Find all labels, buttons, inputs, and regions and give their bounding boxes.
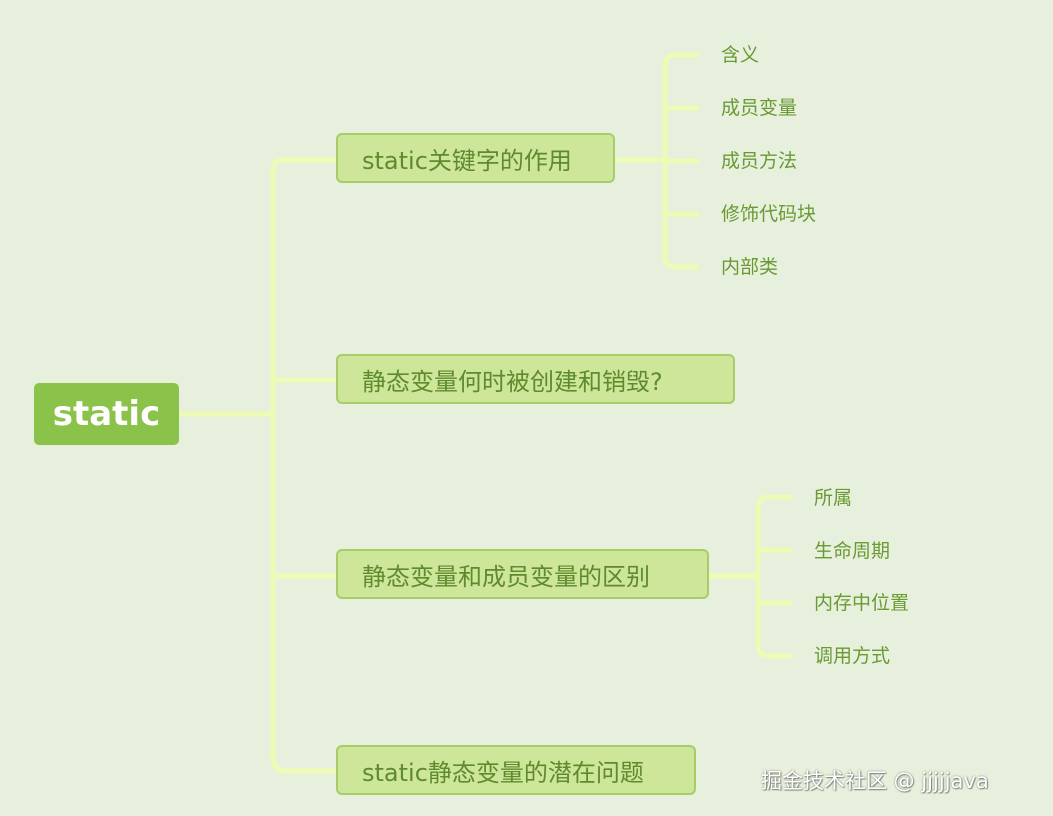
leaf-ownership[interactable]: 所属	[814, 487, 853, 509]
leaf-member-variable[interactable]: 成员变量	[721, 97, 798, 119]
leaf-inner-class[interactable]: 内部类	[721, 256, 779, 278]
watermark-text: 掘金技术社区 @ jjjjjava	[761, 769, 989, 793]
branch-static-variable-issues[interactable]: static静态变量的潜在问题	[336, 745, 696, 795]
branch-static-variable-lifecycle[interactable]: 静态变量何时被创建和销毁?	[336, 354, 735, 404]
branch-static-vs-member-variable[interactable]: 静态变量和成员变量的区别	[336, 549, 709, 599]
leaf-invocation[interactable]: 调用方式	[814, 645, 891, 667]
branch-static-keyword-role[interactable]: static关键字的作用	[336, 133, 615, 183]
leaf-lifecycle[interactable]: 生命周期	[814, 540, 891, 562]
leaf-memory-location[interactable]: 内存中位置	[814, 592, 910, 614]
leaf-code-block[interactable]: 修饰代码块	[721, 203, 817, 225]
leaf-member-method[interactable]: 成员方法	[721, 150, 798, 172]
root-topic-static[interactable]: static	[34, 383, 179, 445]
leaf-meaning[interactable]: 含义	[721, 44, 760, 66]
